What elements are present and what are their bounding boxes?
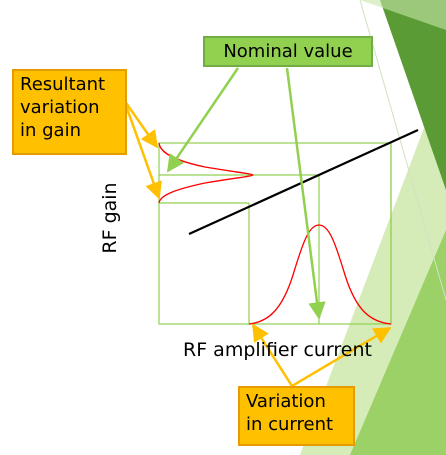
deco-triangle-faint bbox=[360, 0, 446, 30]
nominal-arrow-to-current bbox=[285, 67, 326, 320]
variation-in-current-callout: Variation in current bbox=[238, 386, 355, 446]
current-distribution-curve bbox=[248, 224, 392, 325]
resultant-arrows bbox=[122, 99, 162, 200]
response-line bbox=[188, 128, 419, 236]
current-arrow-left bbox=[251, 323, 294, 387]
nominal-value-text: Nominal value bbox=[223, 41, 353, 62]
x-axis-label: RF amplifier current bbox=[183, 339, 372, 361]
resultant-arrow-lower bbox=[122, 99, 162, 200]
resultant-arrow-upper bbox=[122, 99, 159, 149]
nominal-value-callout: Nominal value bbox=[203, 36, 373, 67]
plot-border bbox=[158, 142, 392, 325]
resultant-line-1: Resultant bbox=[20, 74, 106, 95]
y-axis-label: RF gain bbox=[99, 182, 121, 254]
current-arrow-right bbox=[291, 326, 392, 388]
deco-thin-line bbox=[359, 0, 446, 301]
resultant-line-3: in gain bbox=[20, 120, 81, 141]
plot-frame bbox=[158, 142, 392, 325]
nominal-arrows bbox=[166, 67, 326, 320]
deco-triangle-dark bbox=[380, 0, 446, 190]
gain-distribution-curve bbox=[158, 142, 254, 204]
current-line-2: in current bbox=[246, 414, 334, 435]
resultant-variation-callout: Resultant variation in gain bbox=[12, 69, 127, 155]
current-line-1: Variation bbox=[246, 391, 326, 412]
current-arrows bbox=[251, 323, 392, 388]
nominal-arrow-to-gain bbox=[166, 67, 240, 173]
resultant-line-2: variation bbox=[20, 97, 100, 118]
deco-triangle-mid bbox=[350, 230, 446, 455]
